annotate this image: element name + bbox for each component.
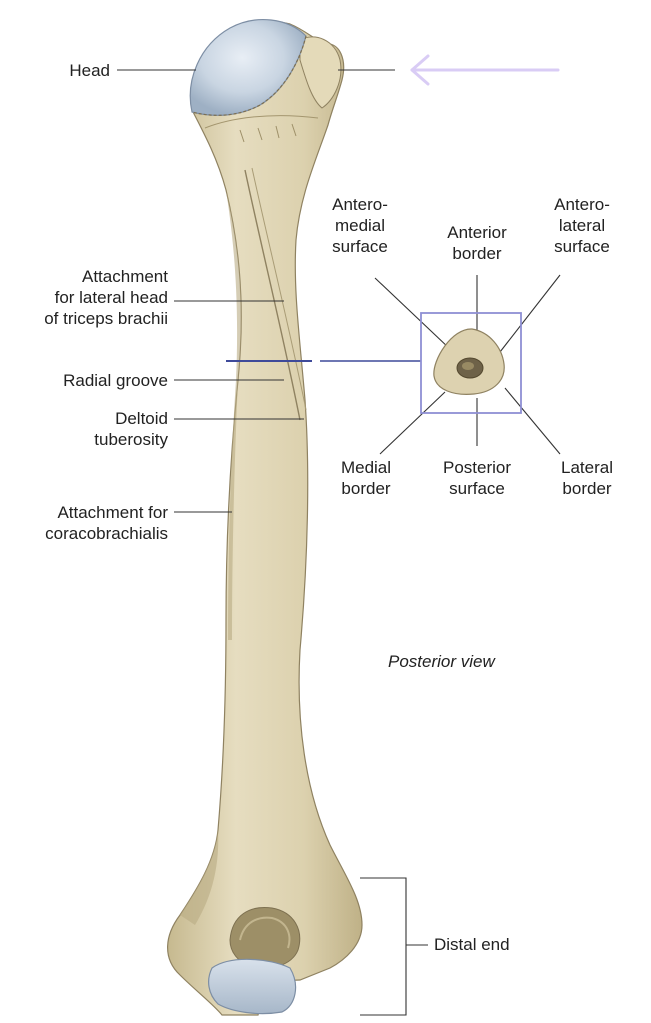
label-posterior-surface: Posterior surface bbox=[442, 458, 512, 498]
label-distal-end: Distal end bbox=[434, 935, 510, 954]
label-lateral-border: Lateral border bbox=[561, 458, 613, 498]
label-triceps-attachment: Attachment for lateral head of triceps b… bbox=[44, 267, 168, 328]
label-head: Head bbox=[69, 61, 110, 80]
cross-section-box bbox=[420, 312, 522, 414]
label-anterolateral-surface: Antero- lateral surface bbox=[554, 195, 610, 256]
label-deltoid-tuberosity: Deltoid tuberosity bbox=[94, 409, 168, 449]
leader-lines bbox=[117, 69, 561, 1016]
label-anteromedial-surface: Antero- medial surface bbox=[332, 195, 388, 256]
humerus-bone bbox=[167, 21, 363, 1016]
left-arrow-icon bbox=[410, 54, 560, 86]
label-anterior-border: Anterior border bbox=[447, 223, 507, 263]
medullary-highlight bbox=[462, 362, 474, 370]
label-posterior-view: Posterior view bbox=[388, 652, 495, 671]
trochlea bbox=[208, 958, 297, 1015]
label-medial-border: Medial border bbox=[340, 458, 392, 498]
label-coracobrachialis: Attachment for coracobrachialis bbox=[45, 503, 168, 543]
label-radial-groove: Radial groove bbox=[63, 371, 168, 390]
